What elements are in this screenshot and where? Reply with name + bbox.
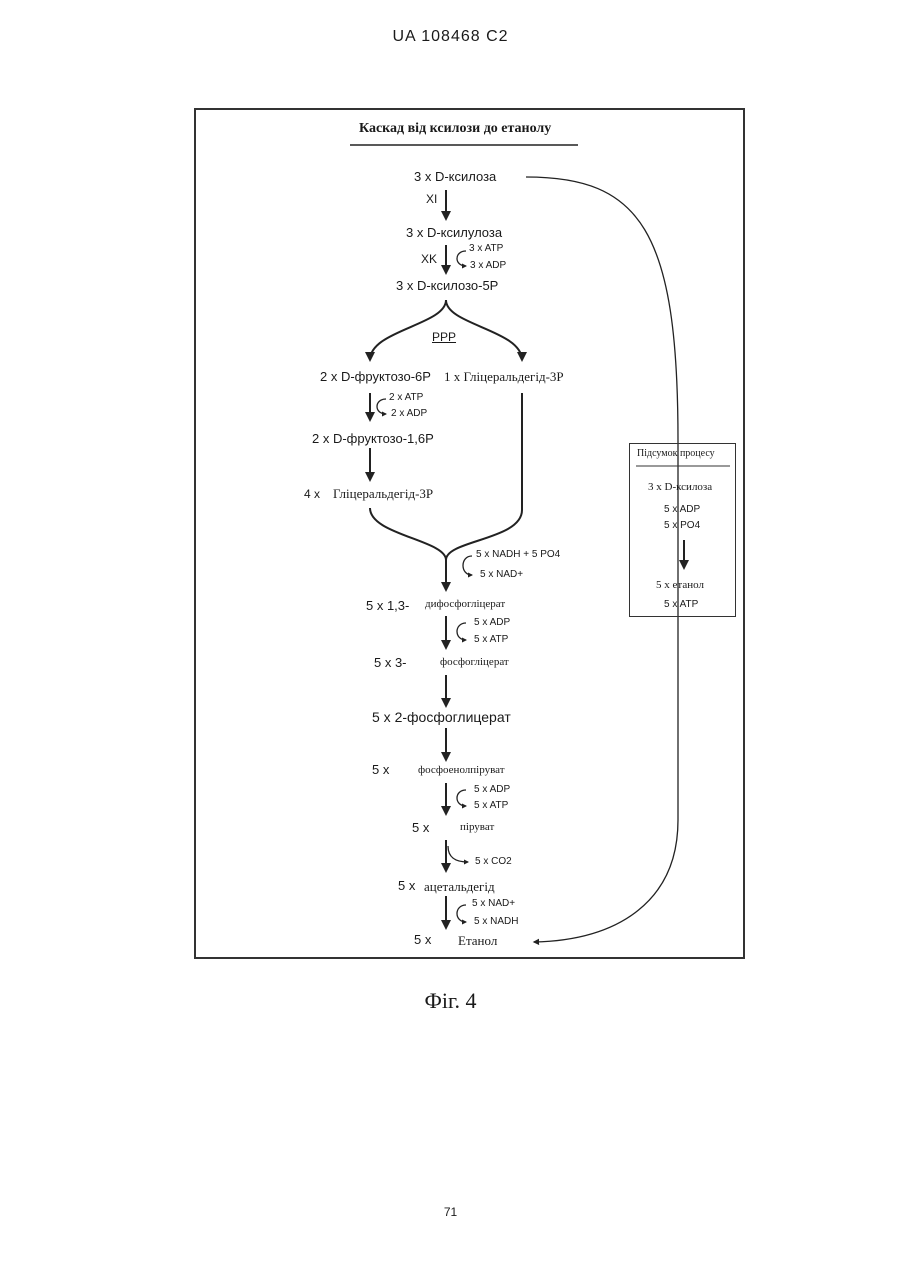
step-ethanol-prefix: 5 x <box>414 933 431 946</box>
hook-1 <box>457 251 466 266</box>
merge-left <box>370 508 446 560</box>
enzyme-xi: XI <box>426 193 437 205</box>
enzyme-xk: XK <box>421 253 437 265</box>
summary-title: Підсумок процесу <box>637 449 715 459</box>
page-number: 71 <box>0 1206 901 1218</box>
step-3pg-prefix: 5 x 3- <box>374 656 407 669</box>
step-pep-name: фосфоенолпіруват <box>418 765 505 776</box>
step-bpg-prefix: 5 x 1,3- <box>366 599 409 612</box>
step-xylulose: 3 x D-ксилулоза <box>406 226 502 239</box>
step-fructose-16p: 2 x D-фруктозо-1,6P <box>312 432 434 445</box>
step-ethanol-name: Етанол <box>458 934 497 947</box>
hook-6 <box>448 846 468 862</box>
step-pep-prefix: 5 x <box>372 763 389 776</box>
step-xylose: 3 x D-ксилоза <box>414 170 496 183</box>
summary-line-atp: 5 x ATP <box>664 600 698 610</box>
cofactor-co2-out: 5 x CO2 <box>475 857 512 867</box>
cofactor-atp-out-4: 5 x ATP <box>474 801 508 811</box>
cofactor-atp-in-2: 2 x ATP <box>389 393 423 403</box>
summary-line-ethanol: 5 x етанол <box>656 580 704 591</box>
cofactor-nadh-in: 5 x NADH + 5 PO4 <box>476 550 560 560</box>
summary-line-xylose: 3 x D-ксилоза <box>648 482 712 493</box>
step-acetaldehyde-prefix: 5 x <box>398 879 415 892</box>
hook-7 <box>457 905 466 922</box>
hook-2 <box>377 399 386 414</box>
figure-caption: Фіг. 4 <box>0 990 901 1012</box>
step-gap4-prefix: 4 x <box>304 488 320 500</box>
step-fructose-6p: 2 x D-фруктозо-6P <box>320 370 431 383</box>
cofactor-nadh-out: 5 x NADH <box>474 917 518 927</box>
cofactor-adp-in-3: 5 x ADP <box>474 618 510 628</box>
cofactor-nad-out: 5 x NAD+ <box>480 570 523 580</box>
summary-line-po4: 5 x PO4 <box>664 521 700 531</box>
cofactor-adp-in-4: 5 x ADP <box>474 785 510 795</box>
step-pyruvate-name: піруват <box>460 822 494 833</box>
step-3pg-name: фосфогліцерат <box>440 657 509 668</box>
step-bpg-name: дифосфогліцерат <box>425 599 505 610</box>
ppp-split-right <box>446 300 522 360</box>
cofactor-nad-in: 5 x NAD+ <box>472 899 515 909</box>
step-gap4-name: Гліцеральдегід-3P <box>333 487 433 500</box>
step-xylulose-5p: 3 x D-ксилозо-5P <box>396 279 498 292</box>
cofactor-atp-out-3: 5 x ATP <box>474 635 508 645</box>
step-pyruvate-prefix: 5 x <box>412 821 429 834</box>
cofactor-atp-in-1: 3 x ATP <box>469 244 503 254</box>
summary-line-adp: 5 x ADP <box>664 505 700 515</box>
step-gap1: 1 x Гліцеральдегід-3P <box>444 370 564 383</box>
hook-5 <box>457 790 466 806</box>
cofactor-adp-out-1: 3 x ADP <box>470 261 506 271</box>
enzyme-ppp: PPP <box>432 331 456 343</box>
step-acetaldehyde-name: ацетальдегід <box>424 880 495 893</box>
diagram-title: Каскад від ксилози до етанолу <box>359 122 551 136</box>
cofactor-adp-out-2: 2 x ADP <box>391 409 427 419</box>
hook-4 <box>457 623 466 640</box>
step-2pg: 5 x 2-фосфоглицерат <box>372 710 511 724</box>
hook-3 <box>463 556 472 575</box>
